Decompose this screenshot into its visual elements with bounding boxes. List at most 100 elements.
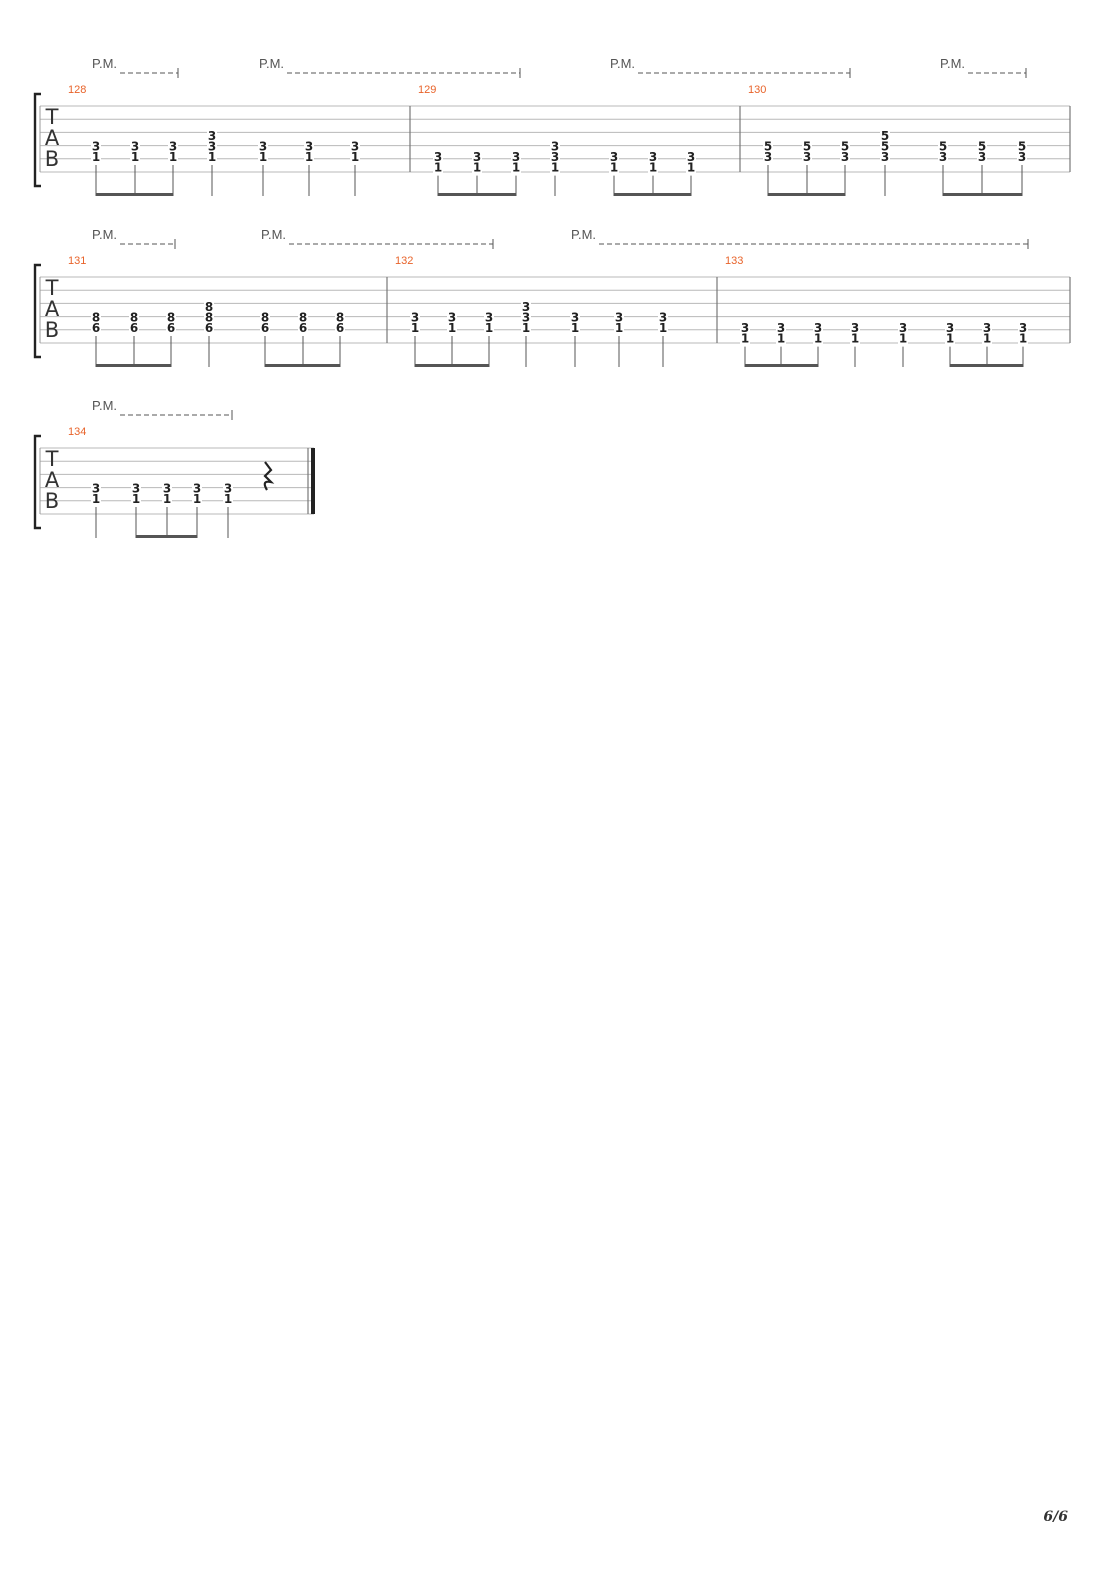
fret-number: 1 [259,150,267,164]
fret-number: 6 [130,321,138,335]
fret-mask [880,130,890,142]
fret-mask [91,152,101,163]
note-beam [943,193,1022,196]
fret-number: 6 [92,321,100,335]
fret-number: 1 [687,161,695,175]
fret-number: 3 [259,139,267,153]
measure-number: 131 [68,255,86,267]
tab-clef-letter: A [45,297,60,321]
fret-number: 3 [208,139,216,153]
fret-number: 3 [305,139,313,153]
measure-number: 130 [748,84,766,96]
fret-number: 5 [803,139,811,153]
fret-mask [472,152,482,163]
fret-mask [1018,323,1028,334]
fret-number: 1 [448,321,456,335]
fret-number: 5 [939,139,947,153]
fret-number: 3 [571,310,579,324]
palm-mute-label: P.M. [261,227,286,242]
fret-mask [550,162,560,174]
fret-mask [550,141,560,153]
fret-mask [740,323,750,334]
fret-number: 3 [169,139,177,153]
fret-mask [258,141,268,153]
note-beam [745,364,818,367]
fret-number: 1 [741,332,749,346]
fret-number: 8 [167,310,175,324]
fret-number: 5 [1018,139,1026,153]
fret-number: 1 [132,492,140,506]
fret-mask [207,141,217,153]
fret-number: 3 [939,150,947,164]
note-beam [950,364,1023,367]
fret-number: 3 [983,321,991,335]
measure-number: 133 [725,255,743,267]
fret-number: 6 [261,321,269,335]
fret-mask [850,323,860,334]
fret-mask [166,312,176,324]
fret-number: 1 [208,150,216,164]
fret-mask [260,323,270,334]
fret-number: 1 [649,161,657,175]
fret-mask [802,152,812,163]
fret-mask [410,312,420,324]
fret-mask [335,323,345,334]
fret-number: 8 [92,310,100,324]
fret-mask [570,323,580,334]
fret-mask [813,333,823,345]
fret-number: 3 [193,481,201,495]
fret-mask [648,152,658,163]
fret-mask [131,483,141,495]
fret-number: 6 [336,321,344,335]
fret-mask [192,494,202,505]
fret-mask [91,494,101,505]
fret-mask [609,162,619,174]
fret-number: 3 [610,150,618,164]
fret-mask [977,152,987,163]
fret-number: 1 [411,321,419,335]
fret-mask [813,323,823,334]
fret-mask [898,323,908,334]
measure-number: 129 [418,84,436,96]
note-beam [265,364,340,367]
tab-system: TABP.M.P.M.P.M.1318686868868686861323131… [33,227,1071,367]
note-beam [438,193,516,196]
fret-mask [982,323,992,334]
fret-mask [129,323,139,334]
fret-mask [484,323,494,334]
fret-number: 3 [351,139,359,153]
fret-number: 1 [305,150,313,164]
fret-mask [91,312,101,324]
fret-number: 3 [814,321,822,335]
fret-number: 3 [448,310,456,324]
fret-mask [410,323,420,334]
fret-number: 6 [167,321,175,335]
fret-mask [850,333,860,345]
measure-number: 128 [68,84,86,96]
fret-number: 3 [208,129,216,143]
fret-number: 1 [92,150,100,164]
fret-mask [204,312,214,324]
fret-number: 1 [551,161,559,175]
fret-mask [131,494,141,505]
fret-number: 8 [299,310,307,324]
fret-number: 1 [131,150,139,164]
fret-number: 5 [881,139,889,153]
fret-number: 3 [132,481,140,495]
fret-number: 3 [851,321,859,335]
palm-mute-label: P.M. [571,227,596,242]
fret-mask [130,141,140,153]
fret-mask [298,312,308,324]
note-beam [614,193,691,196]
final-barline-thick [311,448,315,514]
fret-number: 3 [434,150,442,164]
fret-mask [550,152,560,163]
fret-mask [304,141,314,153]
fret-mask [433,162,443,174]
fret-mask [521,301,531,313]
fret-mask [207,152,217,163]
note-beam [96,364,171,367]
fret-mask [1017,141,1027,153]
fret-number: 1 [512,161,520,175]
